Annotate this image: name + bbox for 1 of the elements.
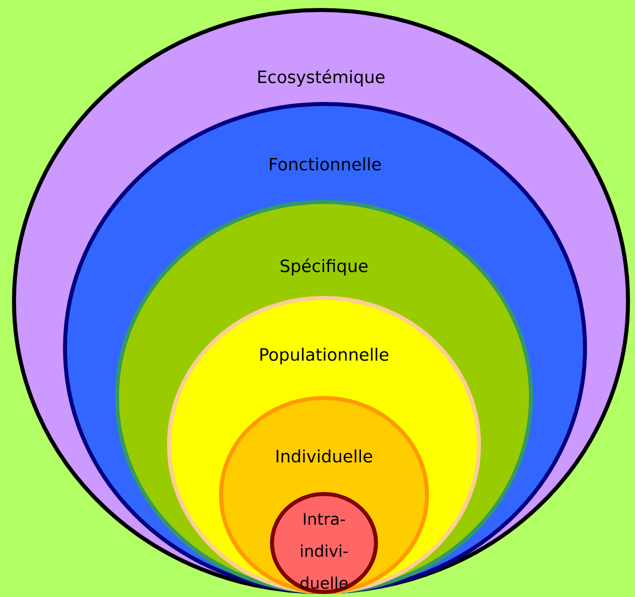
ellipse-region: Intra- indivi- duelle [270, 492, 378, 594]
